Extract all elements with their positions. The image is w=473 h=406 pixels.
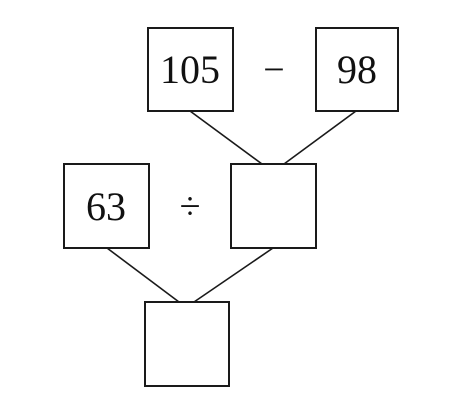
middle-left-number: 63 (86, 184, 126, 229)
connector-line (189, 110, 263, 165)
division-operator: ÷ (180, 186, 201, 228)
bottom-result-box[interactable] (144, 301, 230, 387)
connector-line (283, 110, 357, 165)
top-left-number: 105 (160, 47, 220, 92)
middle-right-answer-box[interactable] (230, 163, 317, 249)
top-right-number: 98 (337, 47, 377, 92)
middle-left-number-box: 63 (63, 163, 150, 249)
connector-line (106, 247, 180, 303)
connector-line (193, 247, 274, 303)
top-left-number-box: 105 (147, 27, 234, 112)
subtraction-operator: − (263, 49, 284, 91)
top-right-number-box: 98 (315, 27, 399, 112)
